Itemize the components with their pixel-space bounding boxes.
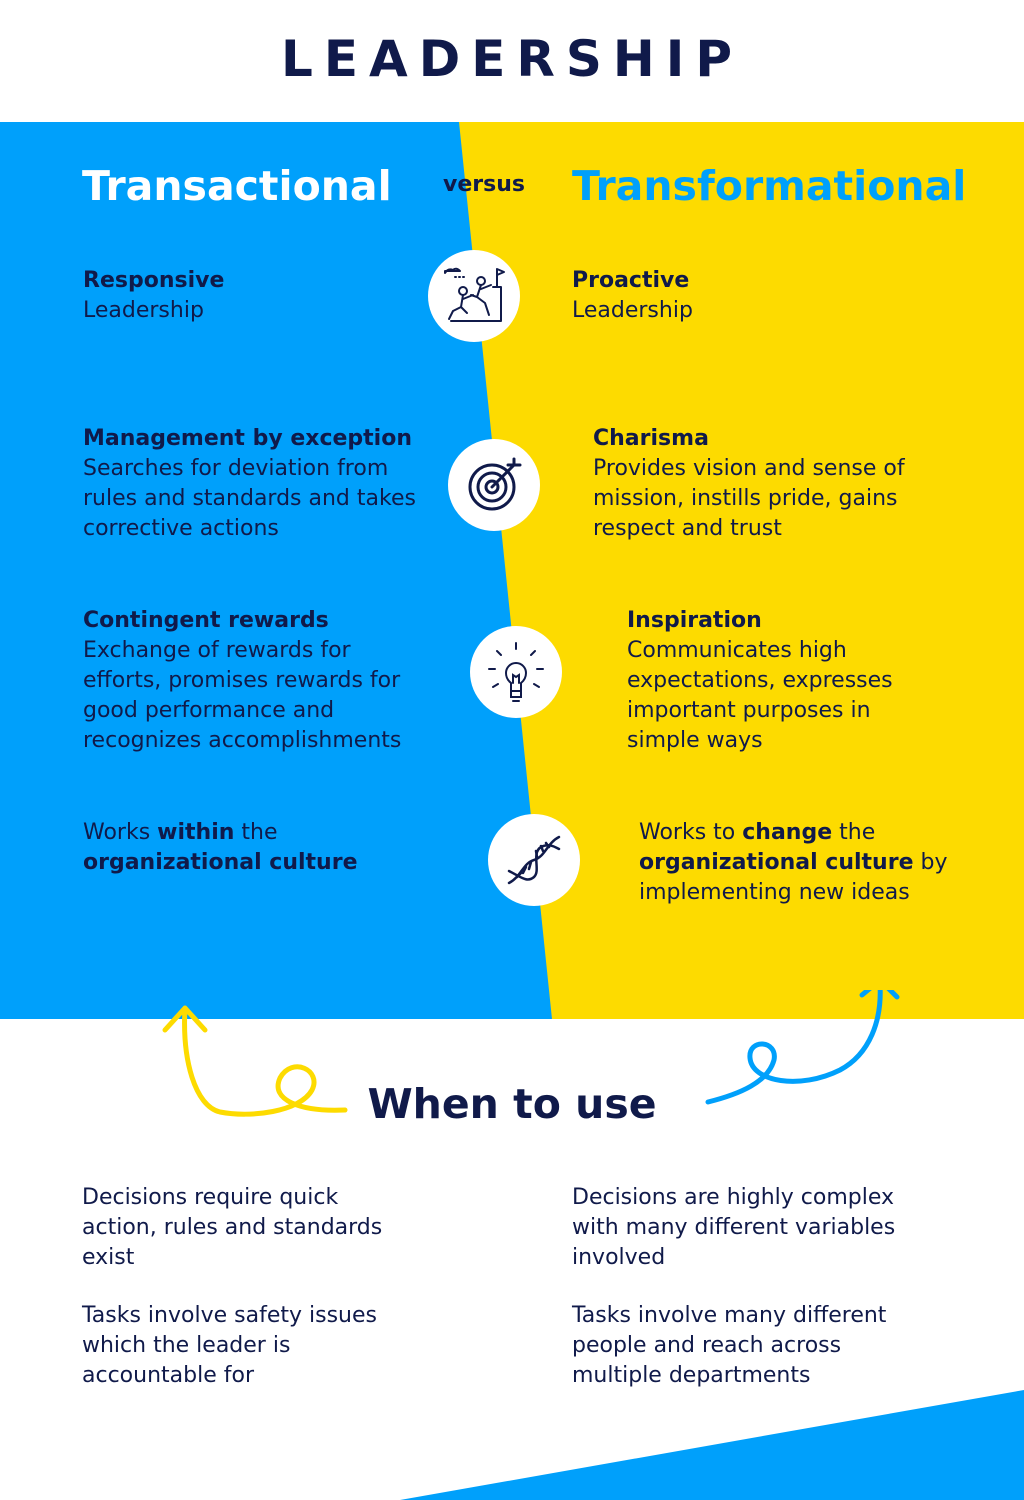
item-title: Contingent rewards <box>83 608 329 633</box>
when-left-item-1: Decisions require quick action, rules an… <box>82 1185 383 1270</box>
item-emphasis: organizational culture <box>83 850 358 875</box>
transformational-heading: Transformational <box>572 162 967 210</box>
transformational-item-inspiration: Inspiration Communicates high expectatio… <box>627 606 927 756</box>
lightbulb-icon <box>470 626 562 718</box>
item-text: Works <box>83 820 158 845</box>
transactional-heading: Transactional <box>82 162 392 210</box>
climbing-team-icon <box>428 250 520 342</box>
blue-swirl-arrow <box>705 990 900 1105</box>
when-right-item-2: Tasks involve many different people and … <box>572 1303 887 1388</box>
item-text: Leadership <box>572 298 693 323</box>
transformational-item-culture: Works to change the organizational cultu… <box>639 818 959 908</box>
item-text: Provides vision and sense of mission, in… <box>593 456 905 541</box>
transactional-item-rewards: Contingent rewards Exchange of rewards f… <box>83 606 433 756</box>
item-title: Charisma <box>593 426 709 451</box>
when-left-item-2: Tasks involve safety issues which the le… <box>82 1303 377 1388</box>
versus-label: versus <box>443 172 525 197</box>
item-emphasis: within <box>157 820 235 845</box>
item-title: Proactive <box>572 268 690 293</box>
yellow-panel <box>459 122 1024 1019</box>
page-title: LEADERSHIP <box>281 30 743 88</box>
transformational-item-proactive: Proactive Leadership <box>572 266 902 326</box>
item-text: Works to <box>639 820 743 845</box>
when-right-item-1: Decisions are highly complex with many d… <box>572 1185 896 1270</box>
transactional-item-responsive: Responsive Leadership <box>83 266 413 326</box>
item-text: the <box>234 820 278 845</box>
yellow-swirl-arrow <box>162 1005 348 1117</box>
swirl-arrows <box>162 990 900 1117</box>
bottom-blue-wedge <box>400 1390 1024 1500</box>
item-text: Searches for deviation from rules and st… <box>83 456 416 541</box>
item-title: Inspiration <box>627 608 762 633</box>
transactional-item-culture: Works within the organizational culture <box>83 818 403 878</box>
item-text: Communicates high expectations, expresse… <box>627 638 893 753</box>
transactional-item-management: Management by exception Searches for dev… <box>83 424 423 544</box>
when-right-column: Decisions are highly complex with many d… <box>572 1183 912 1391</box>
when-to-use-heading: When to use <box>367 1080 657 1128</box>
item-title: Management by exception <box>83 426 413 451</box>
bottom-accent <box>400 1390 1024 1500</box>
item-emphasis: organizational culture <box>639 850 914 875</box>
target-icon <box>448 439 540 531</box>
item-title: Responsive <box>83 268 225 293</box>
transformational-item-charisma: Charisma Provides vision and sense of mi… <box>593 424 913 544</box>
when-left-column: Decisions require quick action, rules an… <box>82 1183 412 1391</box>
item-text: Exchange of rewards for efforts, promise… <box>83 638 402 753</box>
dna-icon <box>488 814 580 906</box>
item-text: Leadership <box>83 298 204 323</box>
item-text: the <box>832 820 876 845</box>
item-emphasis: change <box>742 820 833 845</box>
item-text: by implementing new ideas <box>639 850 948 905</box>
